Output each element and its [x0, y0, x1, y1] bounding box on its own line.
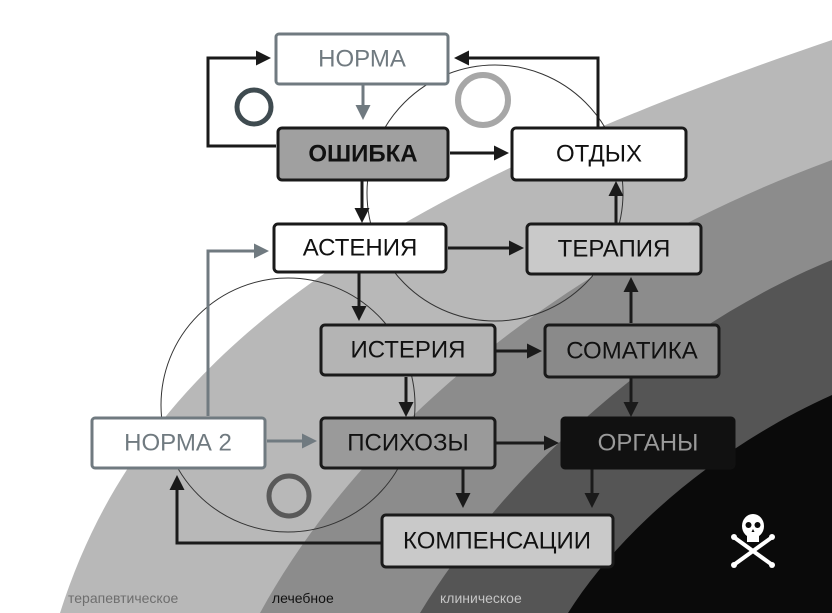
- node-somatika: СОМАТИКА: [543, 323, 721, 379]
- ring-icon: [234, 87, 274, 127]
- ring-icon: [455, 72, 511, 128]
- node-norma2-label: НОРМА 2: [124, 430, 232, 457]
- node-kompensacii-label: КОМПЕНСАЦИИ: [403, 528, 591, 555]
- arrow-otdyh-to-norma: [454, 50, 600, 128]
- arrow-oshibka-loop-to-norma: [206, 50, 276, 148]
- node-astenia-label: АСТЕНИЯ: [303, 235, 418, 262]
- arrow-norma2-to-astenia: [206, 243, 269, 416]
- node-kompensacii: КОМПЕНСАЦИИ: [380, 513, 615, 569]
- arrow-kompensacii-to-norma2: [169, 475, 381, 545]
- node-terapia-label: ТЕРАПИЯ: [558, 236, 671, 263]
- node-psihozy: ПСИХОЗЫ: [319, 416, 497, 470]
- skull-crossbones-icon: [731, 514, 775, 568]
- connectors: [169, 50, 639, 545]
- node-somatika-label: СОМАТИКА: [566, 338, 698, 365]
- node-psihozy-label: ПСИХОЗЫ: [347, 430, 468, 457]
- zone-label-curative: лечебное: [272, 590, 334, 606]
- node-terapia: ТЕРАПИЯ: [525, 222, 703, 276]
- node-oshibka-label: ОШИБКА: [308, 141, 417, 168]
- node-otdyh-label: ОТДЫХ: [556, 141, 642, 168]
- node-norma-label: НОРМА: [318, 46, 406, 73]
- ring-icon: [266, 473, 312, 519]
- node-isteria-label: ИСТЕРИЯ: [350, 337, 465, 364]
- node-isteria: ИСТЕРИЯ: [319, 323, 497, 377]
- node-organy-label: ОРГАНЫ: [598, 430, 699, 457]
- node-organy: ОРГАНЫ: [560, 416, 736, 470]
- node-astenia: АСТЕНИЯ: [272, 222, 448, 274]
- overlay-circle-bottom: [160, 277, 416, 533]
- zone-label-clinical: клиническое: [440, 590, 522, 606]
- ring-icons: [234, 72, 511, 519]
- node-norma2: НОРМА 2: [90, 416, 267, 470]
- node-norma: НОРМА: [274, 32, 450, 86]
- zone-label-therapeutic: терапевтическое: [68, 590, 179, 606]
- node-otdyh: ОТДЫХ: [510, 126, 688, 182]
- node-oshibka: ОШИБКА: [276, 126, 450, 182]
